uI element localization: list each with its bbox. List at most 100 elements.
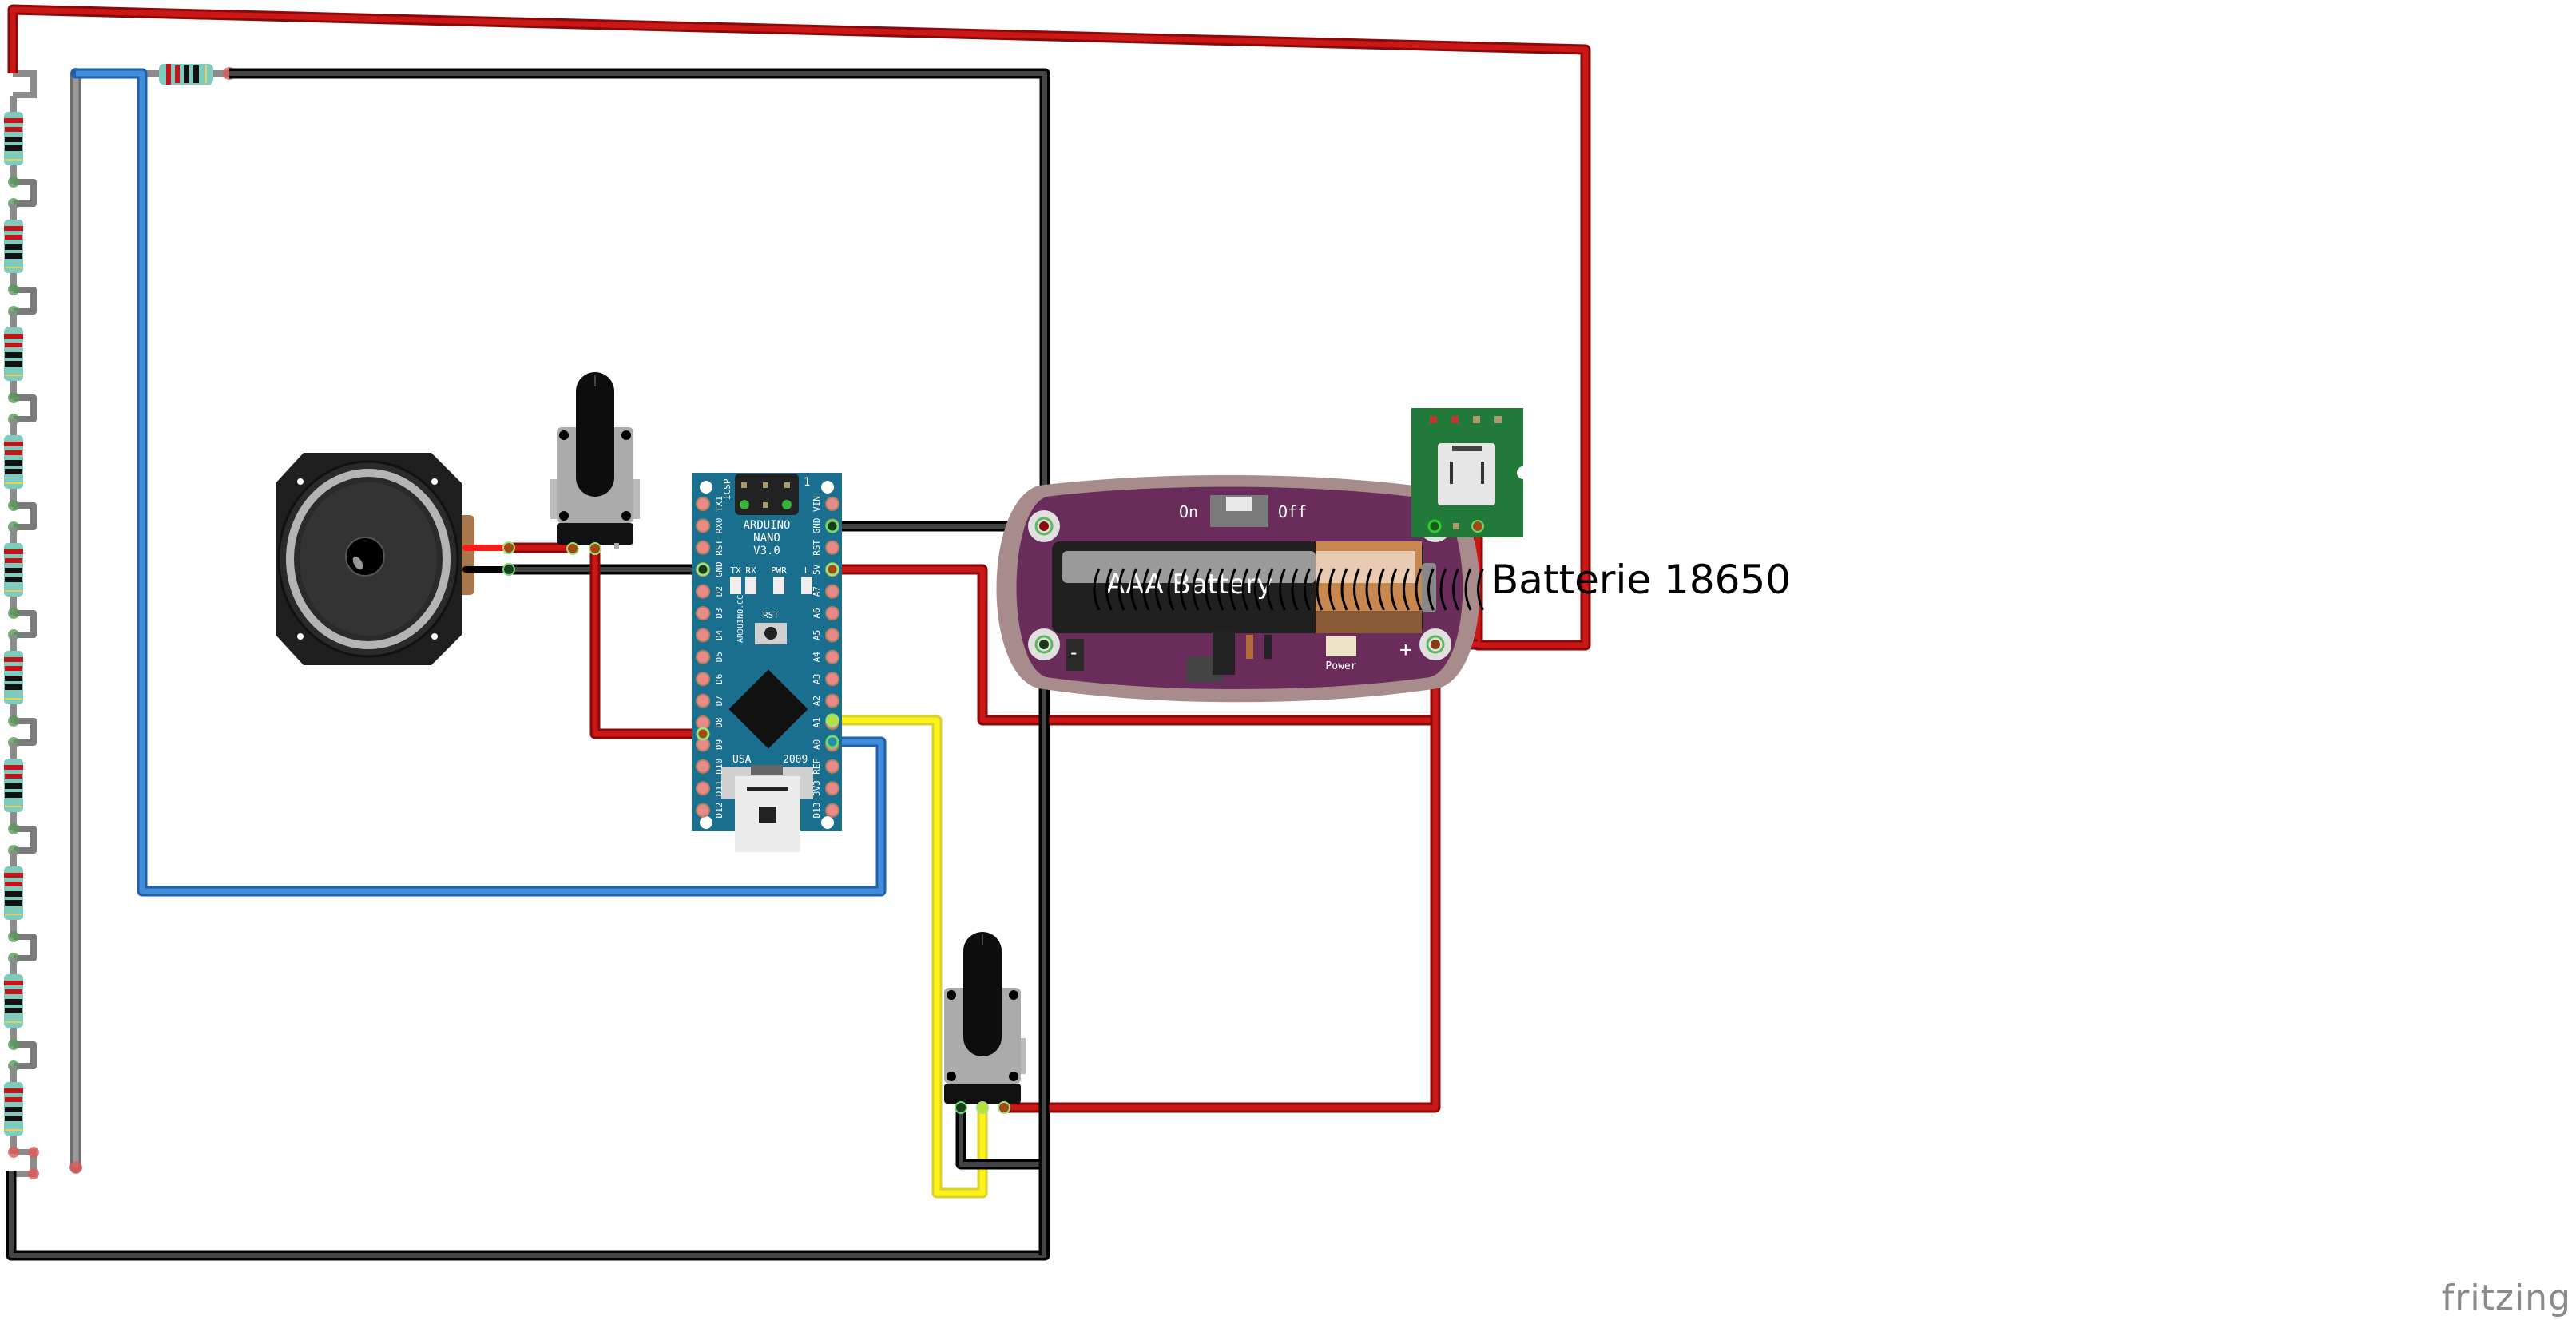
pin-label: D9 [714,739,724,750]
resistor-chain[interactable] [4,70,39,1179]
pin-a4[interactable]: A4 [812,649,839,664]
knob-icon[interactable] [576,372,614,497]
pin-gnd-left[interactable] [696,562,710,577]
spring-coil [1155,568,1162,611]
arduino-nano[interactable]: 1 ICSP ARDUINO NANO V3.0 TX RX PWR L ARD… [692,473,842,852]
resistor[interactable] [4,527,23,615]
pin-label: D12 [714,803,724,819]
pin-label: A2 [812,696,822,706]
spring-coil [1142,568,1150,611]
pin-tx1[interactable]: TX1 [696,496,724,512]
spring-coil [1254,568,1261,611]
resistor[interactable] [4,204,23,291]
spring-coil [1117,568,1125,611]
pin-d7[interactable]: D7 [696,693,724,708]
resistor[interactable] [4,958,23,1046]
pin-label: D10 [714,759,724,775]
pin-label: A5 [812,630,822,640]
pin-gnd-right[interactable] [825,519,839,533]
pin-label: RX0 [714,517,724,533]
pin-label: D11 [714,780,724,796]
pin-label: D5 [714,652,724,662]
pin-label: GND [812,517,822,533]
speaker[interactable] [276,453,515,665]
wire-gray[interactable] [69,68,82,1174]
pin-a0[interactable] [825,735,839,749]
pin-label: A6 [812,608,822,618]
jumper[interactable] [8,1039,37,1072]
pin-ref[interactable]: REF [812,759,839,775]
pin-d2[interactable]: D2 [696,584,724,599]
pin-d3[interactable]: D3 [696,606,724,620]
spring-coil [1328,568,1336,611]
potentiometer-1[interactable] [550,372,640,555]
pin-vin[interactable]: VIN [812,496,839,512]
pin-d9[interactable] [696,727,710,741]
usb-port[interactable] [721,765,813,852]
knob-icon[interactable] [963,932,1002,1056]
pin-label: 5V [812,564,822,575]
board-title-line3: V3.0 [753,545,780,557]
pin-a6[interactable]: A6 [812,606,839,620]
spring-coil [1217,568,1224,611]
micro-usb-port[interactable] [1438,443,1495,505]
spring-coil [1130,568,1137,611]
reset-button[interactable] [755,623,787,644]
icsp-header: 1 ICSP [722,474,810,515]
year-label: 2009 [783,754,808,766]
pin-a1[interactable] [825,713,839,727]
spring-coil [1279,568,1286,611]
jumper[interactable] [8,715,37,748]
pin-label: D3 [714,608,724,618]
pin-d10[interactable]: D10 [696,759,724,775]
pin-rx0[interactable]: RX0 [696,517,724,533]
svg-text:L: L [804,565,810,576]
pin-label: D13 [812,803,822,819]
power-switch[interactable] [1210,495,1268,527]
pin-a3[interactable]: A3 [812,672,839,687]
pin-label: A7 [812,586,822,597]
pin-label: VIN [812,496,822,512]
resistor-top[interactable] [142,64,236,85]
spring-coil [1403,568,1410,611]
pin-label: A0 [812,739,822,750]
charger-board[interactable] [1411,408,1530,537]
spring-coil [1229,568,1236,611]
usa-label: USA [732,754,752,766]
resistor[interactable] [4,311,23,399]
pin-5v[interactable] [825,562,839,577]
switch-on-label: On [1179,502,1198,521]
rst-label: RST [763,610,779,620]
pin-d12[interactable]: D12 [696,803,724,819]
resistor[interactable] [4,419,23,507]
resistor[interactable] [4,635,23,723]
pin-rst[interactable]: RST [812,539,839,556]
jumper[interactable] [8,1147,39,1179]
pin-label: 3V3 [812,780,822,796]
spring-coil [1415,568,1423,611]
battery-annotation: Batterie 18650 [1491,557,1791,603]
spring-coil [1439,568,1447,611]
pin-d5[interactable]: D5 [696,649,724,664]
resistor[interactable] [4,850,23,938]
resistor[interactable] [4,743,23,830]
pin-d13[interactable]: D13 [812,803,839,819]
pin-label: D8 [714,717,724,727]
potentiometer-2[interactable] [944,932,1026,1114]
pin-rst[interactable]: RST [696,539,724,556]
pin-a7[interactable]: A7 [812,584,839,599]
spring-coil [1266,568,1274,611]
pin-d4[interactable]: D4 [696,628,724,643]
pin-3v3[interactable]: 3V3 [812,780,839,796]
pin-a2[interactable]: A2 [812,693,839,708]
pin-d11[interactable]: D11 [696,780,724,796]
resistor[interactable] [4,1066,23,1154]
resistor[interactable] [4,96,23,184]
pin-a5[interactable]: A5 [812,628,839,643]
pin-d9[interactable]: D9 [696,737,724,752]
battery-holder[interactable]: On Off AAA Battery Power - + [996,474,1484,703]
pin-d6[interactable]: D6 [696,672,724,687]
pin-label: RST [812,539,822,555]
